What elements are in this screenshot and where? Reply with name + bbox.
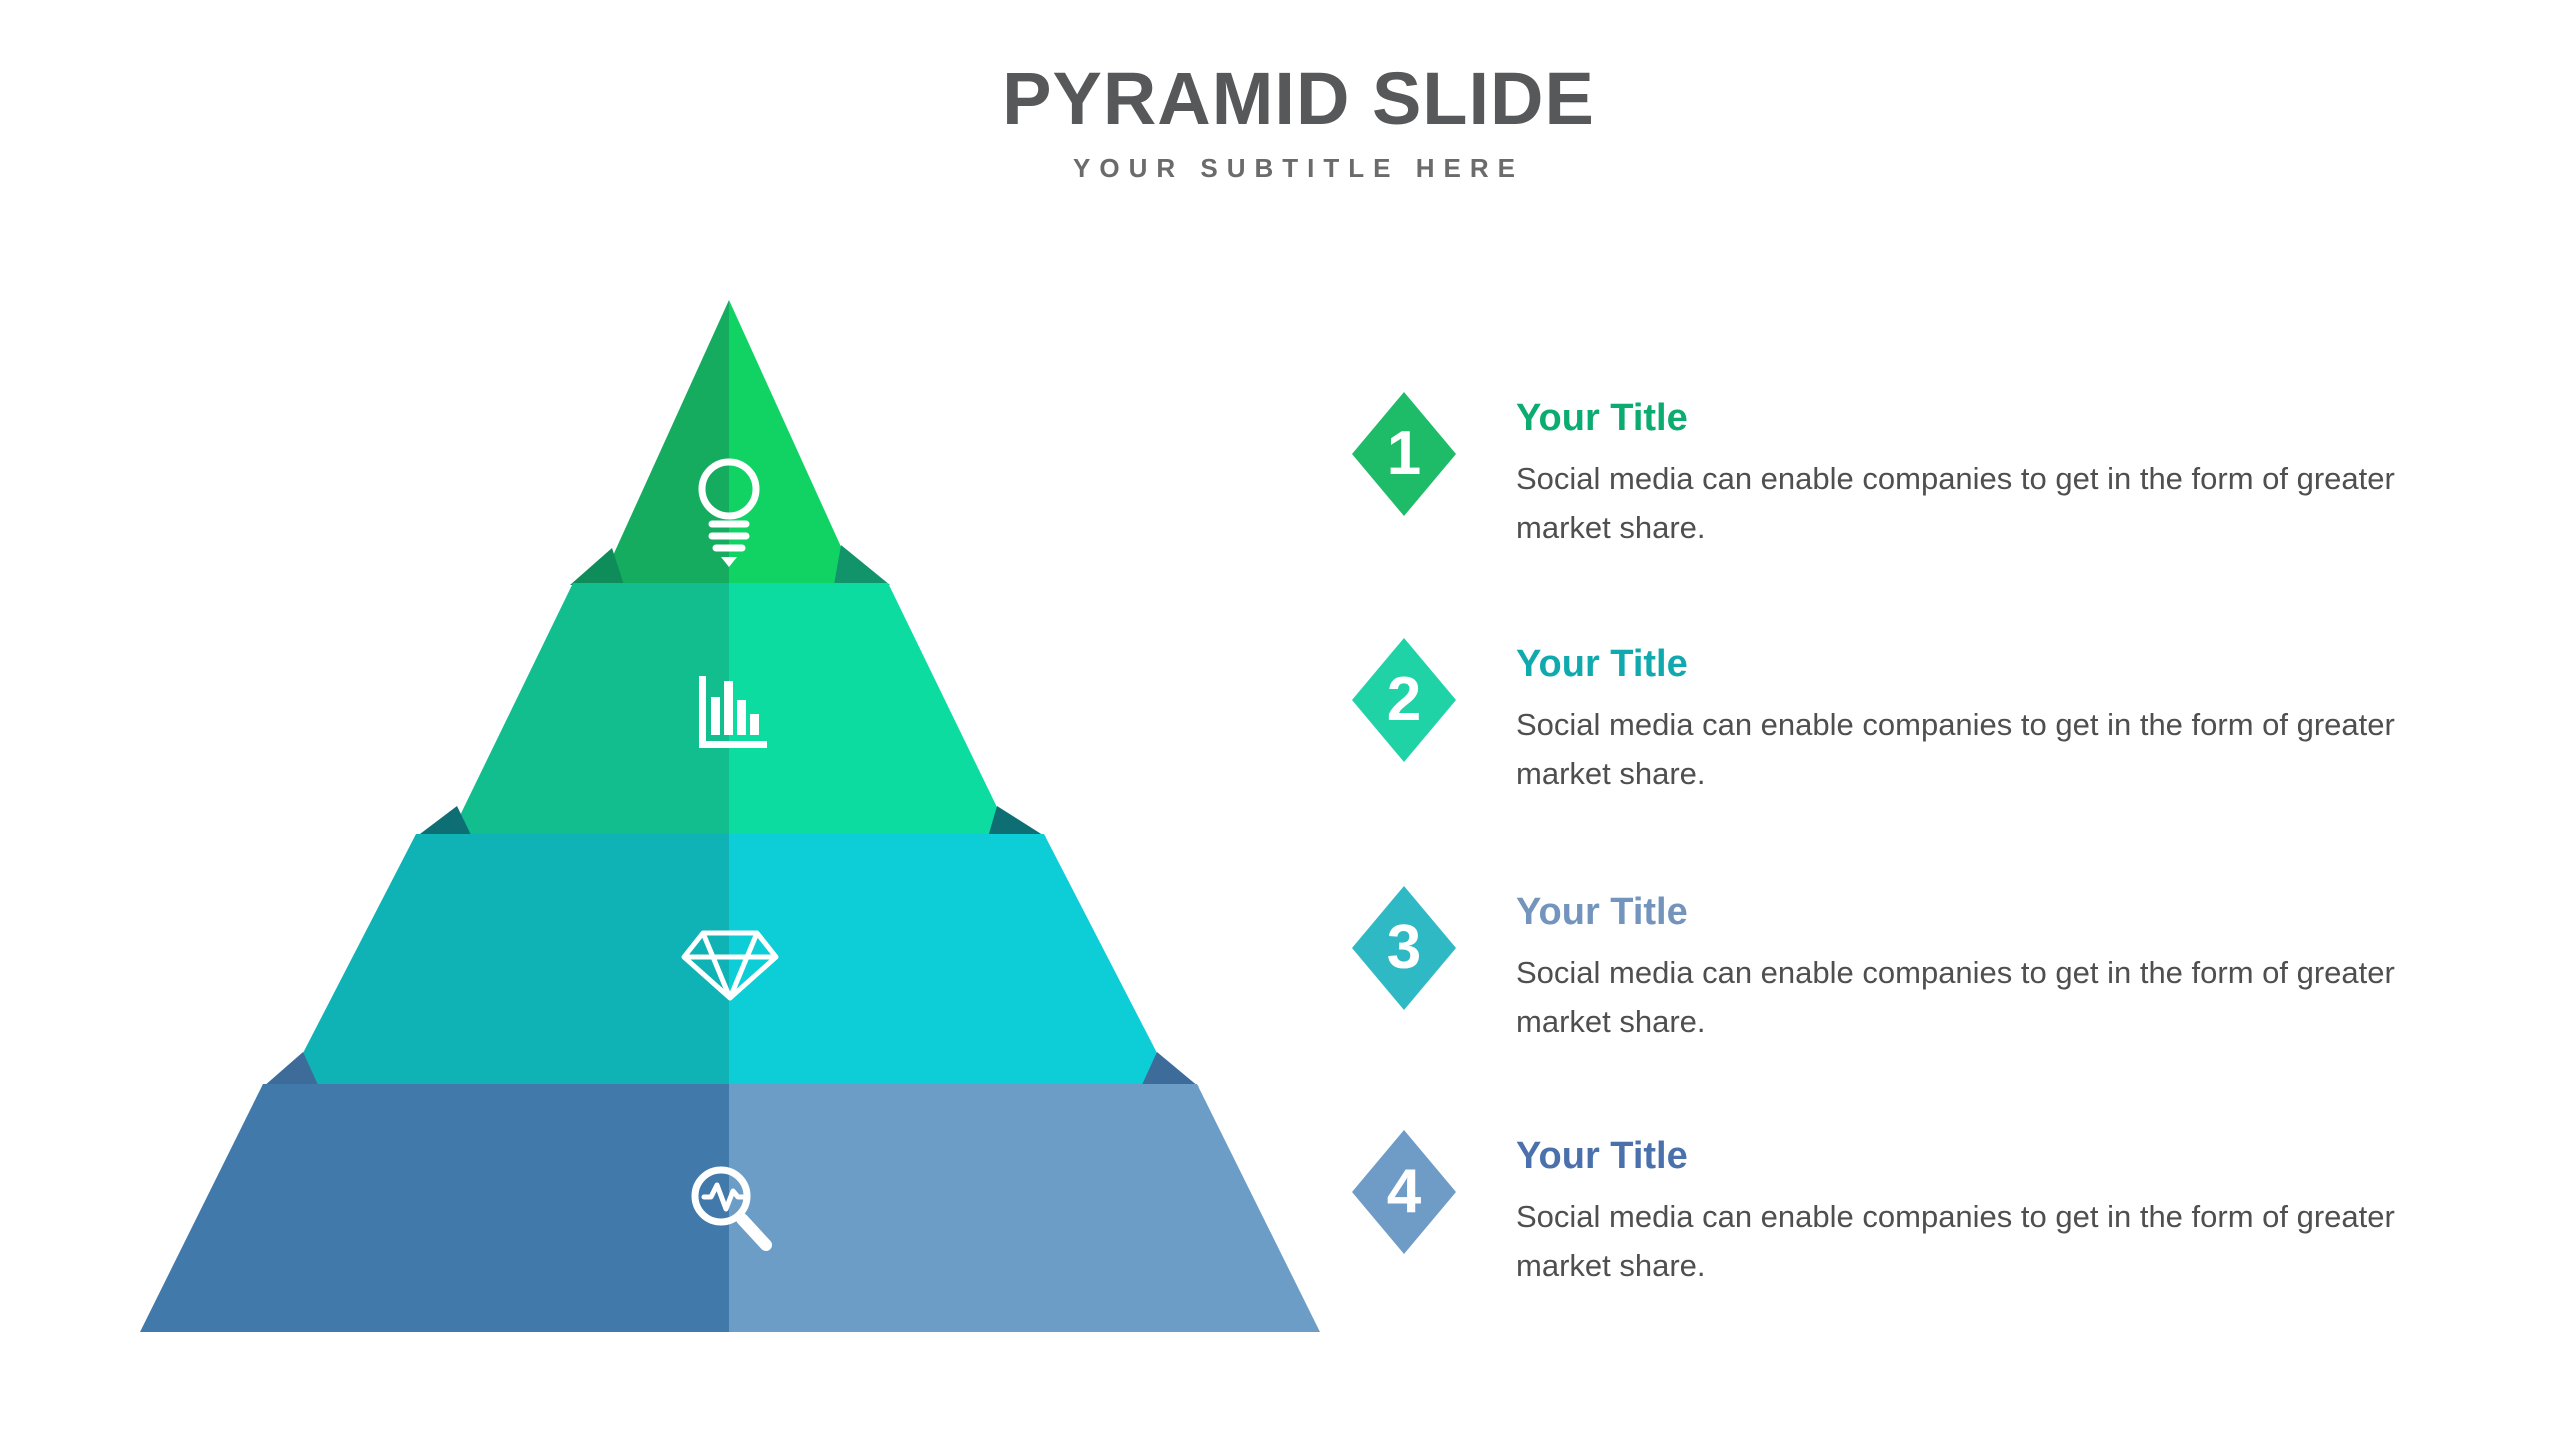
gem-icon [681, 930, 779, 1001]
lightbulb-icon [698, 458, 760, 567]
list-item-3: 3 Your Title Social media can enable com… [1352, 886, 2416, 1046]
number-badge-3: 3 [1352, 886, 1456, 1010]
tier-1-left-face [591, 300, 729, 604]
item-text-block: Your Title Social media can enable compa… [1516, 392, 2416, 552]
tier-2-left-face [450, 583, 729, 836]
magnifier-chart-icon [691, 1166, 772, 1251]
fold-junction1-left [570, 548, 624, 585]
fold-junction2-right [988, 806, 1046, 837]
item-description: Social media can enable companies to get… [1516, 955, 2395, 1039]
list-item-4: 4 Your Title Social media can enable com… [1352, 1130, 2416, 1290]
fold-junction2-left [416, 806, 472, 837]
item-description: Social media can enable companies to get… [1516, 461, 2395, 545]
list-item-2: 2 Your Title Social media can enable com… [1352, 638, 2416, 798]
item-title: Your Title [1516, 397, 1688, 439]
item-text-block: Your Title Social media can enable compa… [1516, 638, 2416, 798]
badge-number-label: 2 [1386, 665, 1422, 734]
badge-number-label: 3 [1386, 913, 1422, 982]
number-badge-2: 2 [1352, 638, 1456, 762]
item-title: Your Title [1516, 643, 1688, 685]
item-title: Your Title [1516, 891, 1688, 933]
tier-2-right-face [729, 583, 1011, 836]
item-text-block: Your Title Social media can enable compa… [1516, 886, 2416, 1046]
item-text-block: Your Title Social media can enable compa… [1516, 1130, 2416, 1290]
page-title: PYRAMID SLIDE [1002, 57, 1595, 140]
fold-junction1-right [834, 545, 890, 585]
number-badge-4: 4 [1352, 1130, 1456, 1254]
tier-3-right-face [729, 834, 1174, 1086]
tier-4-left-face [140, 1084, 729, 1332]
item-title: Your Title [1516, 1135, 1688, 1177]
fold-junction3-right [1141, 1052, 1199, 1087]
tier-3-left-face [286, 834, 729, 1086]
bar-chart-icon [699, 676, 767, 748]
page-subtitle: YOUR SUBTITLE HERE [1073, 153, 1524, 184]
number-badge-1: 1 [1352, 392, 1456, 516]
slide-header: PYRAMID SLIDE YOUR SUBTITLE HERE [38, 58, 2559, 184]
item-description: Social media can enable companies to get… [1516, 1199, 2395, 1283]
tier-4-right-face [729, 1084, 1320, 1332]
badge-number-label: 1 [1386, 419, 1422, 488]
tier-1-right-face [729, 300, 867, 604]
item-description: Social media can enable companies to get… [1516, 707, 2395, 791]
fold-junction3-left [263, 1052, 319, 1087]
badge-number-label: 4 [1386, 1157, 1422, 1226]
list-item-1: 1 Your Title Social media can enable com… [1352, 392, 2416, 552]
